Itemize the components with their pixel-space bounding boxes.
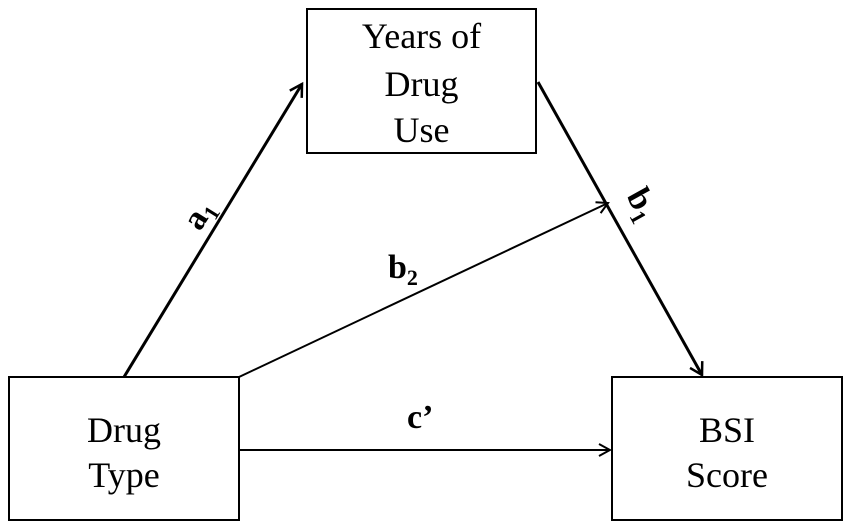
path-b1-arrow — [536, 81, 702, 375]
node-drug-type-line-2: Type — [88, 455, 159, 495]
node-drug-type-line-1: Drug — [87, 410, 161, 450]
node-bsi-line-1: BSI — [699, 410, 755, 450]
path-label-b2: b2 — [388, 249, 418, 290]
node-years-line-1: Years of — [362, 16, 481, 56]
path-b2-arrow — [238, 203, 608, 378]
path-label-a1: a1 — [175, 193, 225, 238]
path-a1-arrow — [122, 84, 302, 378]
path-label-c-prime: c’ — [407, 399, 433, 436]
node-drug-type: Drug Type — [8, 376, 240, 521]
node-years-of-drug-use: Years of Drug Use — [306, 8, 537, 154]
node-years-line-2: Drug — [385, 64, 459, 104]
node-bsi-score: BSI Score — [611, 376, 843, 521]
path-label-b1: b1 — [616, 182, 666, 228]
node-bsi-line-2: Score — [686, 455, 768, 495]
node-years-line-3: Use — [394, 110, 450, 150]
